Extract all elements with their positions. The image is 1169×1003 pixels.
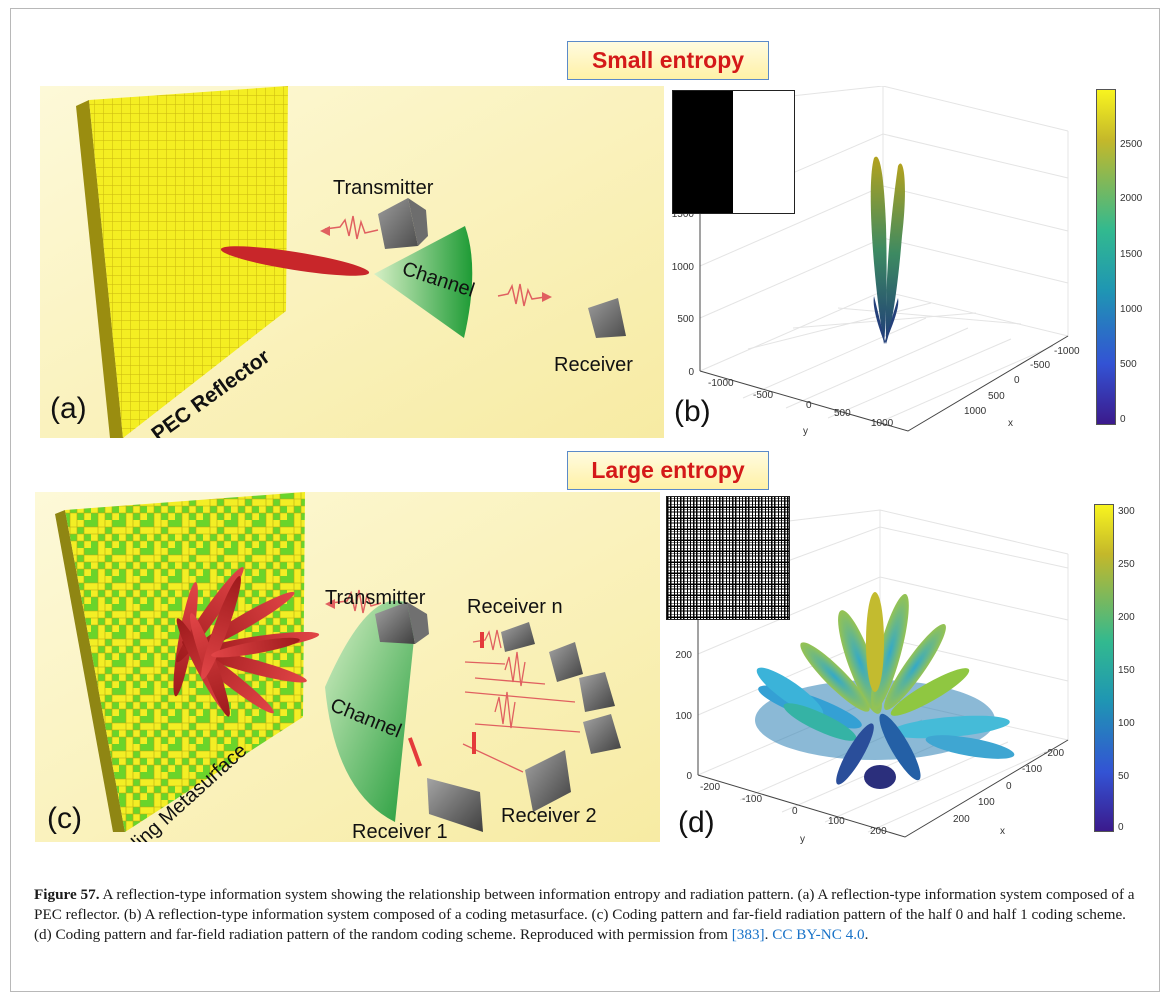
colorbar-d: 300 250 200 150 100 50 0 bbox=[1094, 504, 1154, 834]
y-tick: -500 bbox=[753, 390, 773, 401]
x-tick: -200 bbox=[1044, 748, 1064, 759]
colorbar-tick: 1000 bbox=[1120, 304, 1143, 315]
y-axis-label: y bbox=[800, 834, 805, 844]
receiver-2-label: Receiver 2 bbox=[501, 805, 597, 827]
y-tick: 1000 bbox=[871, 418, 894, 429]
x-tick: 0 bbox=[1014, 375, 1020, 386]
colorbar-tick: 50 bbox=[1118, 771, 1130, 782]
x-tick: 200 bbox=[953, 814, 970, 825]
receiver-horn bbox=[583, 714, 621, 754]
z-tick: 500 bbox=[677, 314, 694, 325]
colorbar-tick: 200 bbox=[1118, 612, 1135, 623]
z-tick: 1500 bbox=[672, 209, 695, 220]
channel-cone bbox=[325, 600, 417, 822]
panel-c-coding-metasurface-scene: Transmitter Receiver n Channel Receiver … bbox=[35, 492, 660, 842]
z-tick: 100 bbox=[675, 711, 692, 722]
y-tick: -100 bbox=[742, 794, 762, 805]
coding-pattern-inset-random bbox=[666, 496, 790, 620]
coding-pattern-inset-half bbox=[672, 90, 795, 214]
y-tick: 0 bbox=[792, 806, 798, 817]
receiver-horn bbox=[579, 672, 615, 712]
z-tick: 0 bbox=[688, 367, 694, 378]
x-axis-label: x bbox=[1008, 418, 1013, 429]
colorbar-tick: 250 bbox=[1118, 559, 1135, 570]
colorbar-tick: 0 bbox=[1120, 414, 1126, 425]
panel-b-letter: (b) bbox=[674, 395, 711, 428]
colorbar-tick: 500 bbox=[1120, 359, 1137, 370]
large-entropy-label: Large entropy bbox=[567, 451, 769, 490]
y-tick: -200 bbox=[700, 782, 720, 793]
transmitter-wave bbox=[330, 589, 382, 614]
y-tick: 200 bbox=[870, 826, 887, 837]
receiver-label: Receiver bbox=[554, 354, 633, 376]
x-axis-label: x bbox=[1000, 826, 1005, 837]
receiver-pulses bbox=[407, 632, 484, 767]
colorbar-tick: 1500 bbox=[1120, 249, 1143, 260]
colorbar-tick: 0 bbox=[1118, 822, 1124, 833]
transmitter-wave bbox=[324, 215, 379, 240]
colorbar-tick: 2500 bbox=[1120, 139, 1143, 150]
receiver-horn bbox=[549, 642, 583, 682]
transmitter-horn bbox=[378, 198, 418, 249]
y-tick: -1000 bbox=[708, 378, 734, 389]
y-tick: 500 bbox=[834, 408, 851, 419]
colorbar-tick: 300 bbox=[1118, 506, 1135, 517]
citation-link[interactable]: [383] bbox=[731, 926, 765, 943]
pec-reflector bbox=[89, 86, 288, 438]
main-lobe bbox=[870, 156, 905, 344]
colorbar-b: 2500 2000 1500 1000 500 0 bbox=[1096, 89, 1156, 427]
colorbar-tick: 100 bbox=[1118, 718, 1135, 729]
x-tick: -100 bbox=[1022, 764, 1042, 775]
scattered-pattern bbox=[755, 592, 1015, 789]
receiver-horn bbox=[588, 298, 626, 338]
z-tick: 200 bbox=[675, 650, 692, 661]
colorbar-tick: 2000 bbox=[1120, 193, 1143, 204]
caption-separator: . bbox=[764, 926, 773, 943]
receiver-n-horn bbox=[501, 622, 535, 652]
transmitter-label: Transmitter bbox=[325, 587, 426, 609]
panel-d-radiation-plot: 0 100 200 300 400 -200 -100 0 100 200 y … bbox=[660, 492, 1090, 845]
reflected-beam bbox=[220, 246, 370, 276]
x-tick: 1000 bbox=[964, 406, 987, 417]
transmitter-label: Transmitter bbox=[333, 177, 434, 199]
channel-cone bbox=[374, 226, 473, 338]
x-tick: -1000 bbox=[1054, 346, 1080, 357]
license-link[interactable]: CC BY-NC 4.0 bbox=[772, 926, 865, 943]
scattered-lobes bbox=[173, 566, 320, 717]
receiver-1-horn bbox=[427, 778, 483, 832]
small-entropy-label: Small entropy bbox=[567, 41, 769, 80]
y-axis-label: y bbox=[803, 426, 808, 437]
panel-a-pec-reflector-scene: Transmitter Channel Receiver PEC Reflect… bbox=[40, 86, 664, 438]
panel-b-radiation-plot: 0 500 1000 1500 2000 -1000 -500 0 500 10… bbox=[668, 85, 1088, 438]
figure-caption: Figure 57. A reflection-type information… bbox=[34, 885, 1144, 945]
panel-c-letter: (c) bbox=[47, 802, 82, 835]
z-tick: 1000 bbox=[672, 262, 695, 273]
receiver-wave bbox=[497, 283, 546, 307]
receiver-2-horn bbox=[525, 750, 571, 812]
panel-a-letter: (a) bbox=[50, 392, 87, 425]
figure-label: Figure 57. bbox=[34, 886, 100, 903]
x-tick: 500 bbox=[988, 391, 1005, 402]
x-tick: 100 bbox=[978, 797, 995, 808]
x-tick: -500 bbox=[1030, 360, 1050, 371]
y-tick: 0 bbox=[806, 400, 812, 411]
x-tick: 0 bbox=[1006, 781, 1012, 792]
caption-text: A reflection-type information system sho… bbox=[34, 886, 1135, 943]
panel-d-letter: (d) bbox=[678, 806, 715, 839]
receiver-1-label: Receiver 1 bbox=[352, 821, 448, 842]
receiver-n-label: Receiver n bbox=[467, 596, 563, 618]
colorbar-tick: 150 bbox=[1118, 665, 1135, 676]
z-tick: 0 bbox=[686, 771, 692, 782]
caption-end: . bbox=[864, 926, 869, 943]
y-tick: 100 bbox=[828, 816, 845, 827]
transmitter-horn bbox=[375, 602, 415, 644]
